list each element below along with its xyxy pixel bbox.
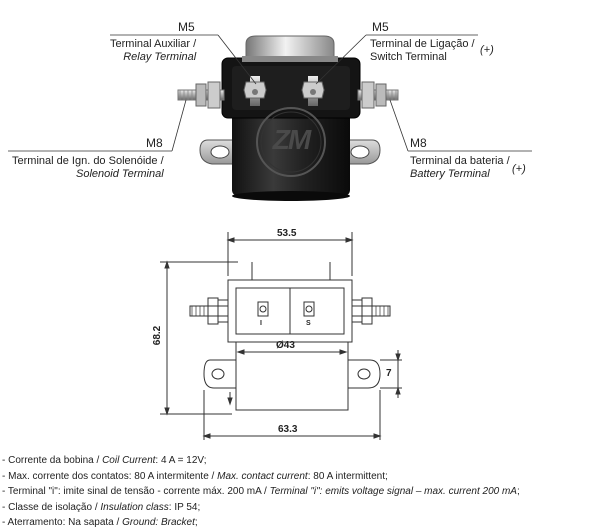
spec-line: - Corrente da bobina / Coil Current: 4 A… bbox=[2, 455, 207, 466]
dim-height: 68.2 bbox=[152, 325, 164, 346]
switch-polarity: (+) bbox=[480, 44, 494, 56]
dim-bracket: 7 bbox=[386, 368, 392, 379]
logo-emblem bbox=[256, 107, 326, 177]
battery-terminal-label: Terminal da bateria / Battery Terminal bbox=[410, 155, 510, 180]
switch-terminal-photo bbox=[301, 76, 325, 106]
ign-thread-label: M8 bbox=[146, 136, 163, 150]
specifications-list: - Corrente da bobina / Coil Current: 4 A… bbox=[2, 453, 520, 531]
aux-terminal-photo bbox=[243, 76, 267, 106]
top-cap bbox=[245, 35, 335, 61]
spec-line: - Classe de isolação / Insulation class:… bbox=[2, 501, 201, 513]
terminal-s-mark: S bbox=[306, 320, 311, 327]
battery-thread-label: M8 bbox=[410, 136, 427, 150]
left-stud-photo bbox=[177, 81, 225, 109]
ign-terminal-label: Terminal de Ign. do Solenóide / Solenoid… bbox=[12, 155, 164, 180]
dim-top-width: 53.5 bbox=[277, 228, 297, 239]
aux-thread-label: M5 bbox=[178, 20, 195, 34]
dim-diameter: Ø43 bbox=[276, 340, 295, 351]
spec-line: - Aterramento: Na sapata / Ground: Brack… bbox=[2, 517, 198, 528]
spec-line: - Max. corrente dos contatos: 80 A inter… bbox=[2, 470, 388, 482]
terminal-i-mark: I bbox=[260, 320, 262, 327]
right-stud-photo bbox=[357, 81, 399, 109]
battery-polarity: (+) bbox=[512, 163, 526, 175]
aux-terminal-label: Terminal Auxiliar / Relay Terminal bbox=[110, 38, 197, 63]
logo-text: ZM bbox=[272, 124, 311, 155]
callout-lines bbox=[8, 34, 532, 152]
switch-thread-label: M5 bbox=[372, 20, 389, 34]
switch-terminal-label: Terminal de Ligação / Switch Terminal bbox=[370, 38, 475, 63]
dim-base-width: 63.3 bbox=[278, 424, 298, 435]
spec-line: - Terminal "i": imite sinal de tensão - … bbox=[2, 486, 520, 497]
